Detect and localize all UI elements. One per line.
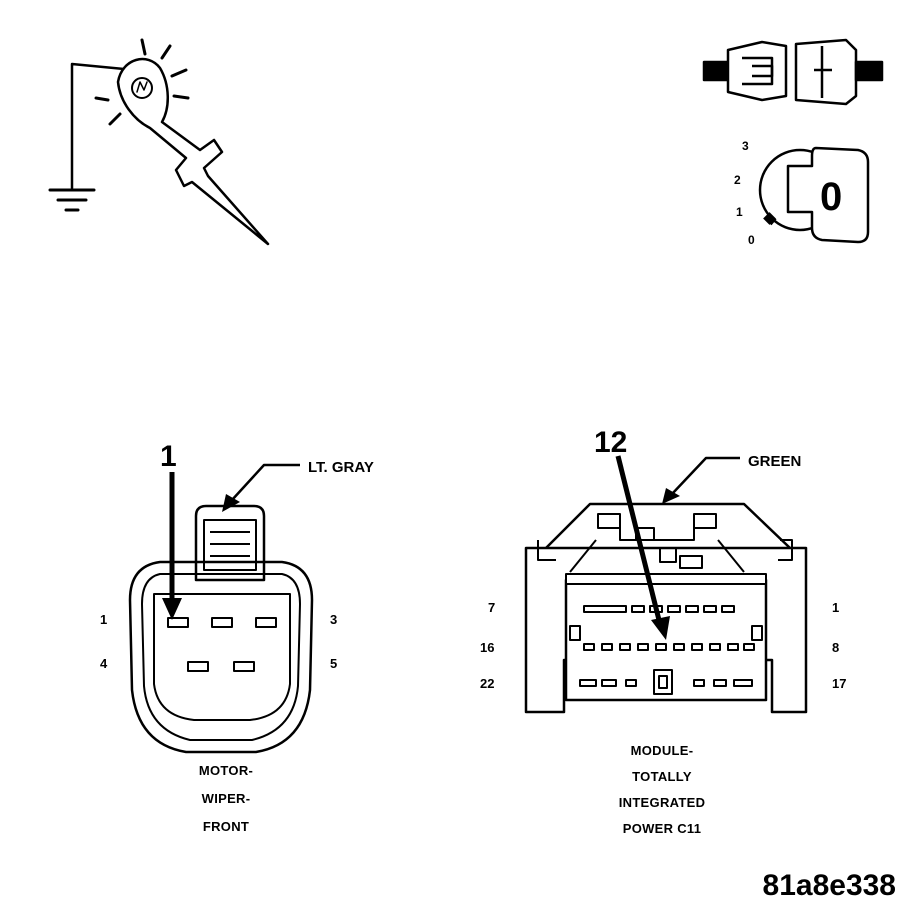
svg-text:FRONT: FRONT	[203, 819, 249, 834]
motor-wiper-connector	[128, 463, 314, 754]
ignition-pos-3: 3	[742, 139, 749, 153]
test-light-icon	[48, 38, 270, 246]
tipm-connector-caption: MODULE- TOTALLY INTEGRATED POWER C11	[619, 743, 706, 836]
ignition-key-label: 0	[820, 175, 842, 219]
figure-id: 81a8e338	[763, 869, 896, 902]
svg-text:MOTOR-: MOTOR-	[199, 763, 253, 778]
tipm-color-label: GREEN	[748, 453, 801, 470]
svg-text:WIPER-: WIPER-	[202, 791, 251, 806]
motor-pin-4-label: 4	[100, 656, 108, 671]
svg-text:TOTALLY: TOTALLY	[632, 769, 692, 784]
motor-connector-caption: MOTOR- WIPER- FRONT	[199, 763, 253, 834]
motor-pin-5-label: 5	[330, 656, 337, 671]
motor-pin-3-label: 3	[330, 612, 337, 627]
tipm-callout-number: 12	[594, 426, 627, 459]
svg-text:MODULE-: MODULE-	[631, 743, 694, 758]
svg-text:POWER C11: POWER C11	[623, 821, 702, 836]
tipm-pin-22-label: 22	[480, 676, 494, 691]
tipm-pin-8-label: 8	[832, 640, 839, 655]
tipm-pin-17-label: 17	[832, 676, 846, 691]
svg-text:INTEGRATED: INTEGRATED	[619, 795, 706, 810]
tipm-c11-connector	[524, 455, 808, 714]
motor-pin-1-label: 1	[100, 612, 107, 627]
tipm-pin-7-label: 7	[488, 600, 495, 615]
ground-icon	[48, 188, 96, 212]
disconnect-connector-icon	[702, 38, 884, 106]
tipm-pin-1-label: 1	[832, 600, 839, 615]
motor-color-label: LT. GRAY	[308, 459, 374, 476]
ignition-key-icon: 3 2 1 0 0	[734, 139, 870, 247]
ignition-pos-0: 0	[748, 233, 755, 247]
ignition-pos-2: 2	[734, 173, 741, 187]
tipm-pin-16-label: 16	[480, 640, 494, 655]
motor-callout-number: 1	[160, 440, 177, 473]
ignition-pos-1: 1	[736, 205, 743, 219]
